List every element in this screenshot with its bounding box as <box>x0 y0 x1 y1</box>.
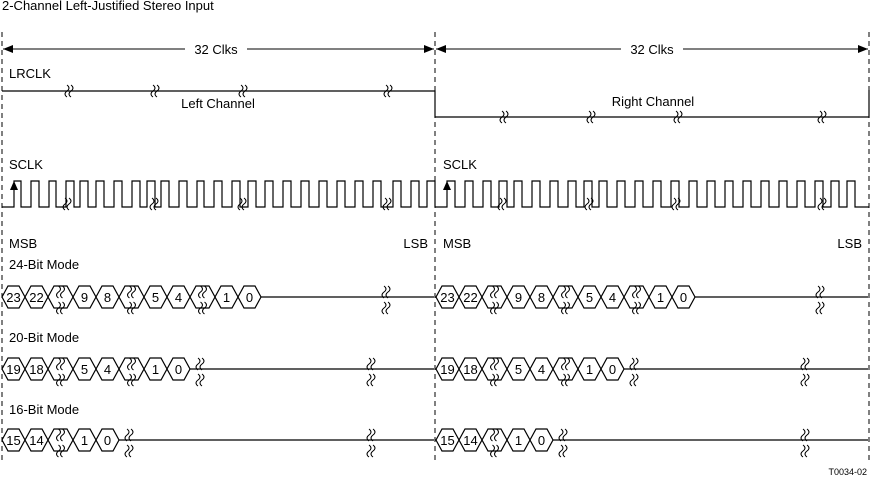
sclk-waveform-right <box>435 180 869 208</box>
bit-label: 15 <box>440 433 454 448</box>
bit-label: 4 <box>538 362 545 377</box>
right-dimension-label: 32 Clks <box>630 42 674 57</box>
bit-label: 18 <box>463 362 477 377</box>
bit-label: 23 <box>6 290 20 305</box>
bit-label: 1 <box>657 290 664 305</box>
bit-label: 4 <box>104 362 111 377</box>
mode-1-lane-right: 19 18 5 4 1 0 <box>435 357 868 387</box>
mode-label-24: 24-Bit Mode <box>9 257 79 272</box>
bit-label: 14 <box>463 433 477 448</box>
sclk-label-right: SCLK <box>443 157 477 172</box>
lrclk-breaks <box>64 84 827 124</box>
bit-label: 5 <box>586 290 593 305</box>
bit-label: 9 <box>515 290 522 305</box>
sclk-edge-arrows <box>10 181 451 190</box>
left-channel-label: Left Channel <box>181 96 255 111</box>
bit-label: 1 <box>81 433 88 448</box>
bit-label: 0 <box>680 290 687 305</box>
lsb-label-right: LSB <box>837 236 862 251</box>
figure-id: T0034-02 <box>828 467 867 477</box>
mode-2-lane-right: 15 14 1 0 <box>435 428 868 458</box>
bit-label: 8 <box>104 290 111 305</box>
bit-label: 5 <box>152 290 159 305</box>
bit-label: 4 <box>609 290 616 305</box>
msb-label-right: MSB <box>443 236 471 251</box>
mode-0-lane-left: 23 22 9 8 5 4 1 0 <box>1 285 434 315</box>
left-dimension-label: 32 Clks <box>194 42 238 57</box>
bit-label: 1 <box>586 362 593 377</box>
bit-label: 8 <box>538 290 545 305</box>
bit-label: 4 <box>175 290 182 305</box>
bit-label: 22 <box>29 290 43 305</box>
sclk-label-left: SCLK <box>9 157 43 172</box>
bit-label: 1 <box>515 433 522 448</box>
mode-1-lane-left: 19 18 5 4 1 0 <box>1 357 434 387</box>
bit-label: 5 <box>81 362 88 377</box>
bit-label: 0 <box>175 362 182 377</box>
bit-label: 14 <box>29 433 43 448</box>
right-channel-label: Right Channel <box>612 94 694 109</box>
bit-label: 0 <box>538 433 545 448</box>
mode-label-20: 20-Bit Mode <box>9 330 79 345</box>
bit-label: 18 <box>29 362 43 377</box>
lrclk-waveform <box>2 90 870 118</box>
bit-label: 22 <box>463 290 477 305</box>
sclk-breaks <box>62 197 827 211</box>
msb-label-left: MSB <box>9 236 37 251</box>
bit-label: 0 <box>246 290 253 305</box>
mode-0-lane-right: 23 22 9 8 5 4 1 0 <box>435 285 868 315</box>
lsb-label-left: LSB <box>403 236 428 251</box>
bit-label: 1 <box>223 290 230 305</box>
lrclk-label: LRCLK <box>9 66 51 81</box>
sclk-waveform-left <box>2 180 436 208</box>
bit-label: 19 <box>6 362 20 377</box>
bit-label: 0 <box>609 362 616 377</box>
mode-2-lane-left: 15 14 1 0 <box>1 428 434 458</box>
bit-label: 23 <box>440 290 454 305</box>
bit-label: 1 <box>152 362 159 377</box>
mode-label-16: 16-Bit Mode <box>9 402 79 417</box>
bit-label: 19 <box>440 362 454 377</box>
bit-label: 0 <box>104 433 111 448</box>
bit-label: 15 <box>6 433 20 448</box>
bit-label: 5 <box>515 362 522 377</box>
bit-label: 9 <box>81 290 88 305</box>
data-bit-lanes: 23 22 9 8 5 4 1 0 23 22 9 8 5 4 1 0 19 18 5 4 1 0 19 18 5 4 1 0 15 14… <box>1 285 868 458</box>
diagram-title: 2-Channel Left-Justified Stereo Input <box>2 0 214 13</box>
